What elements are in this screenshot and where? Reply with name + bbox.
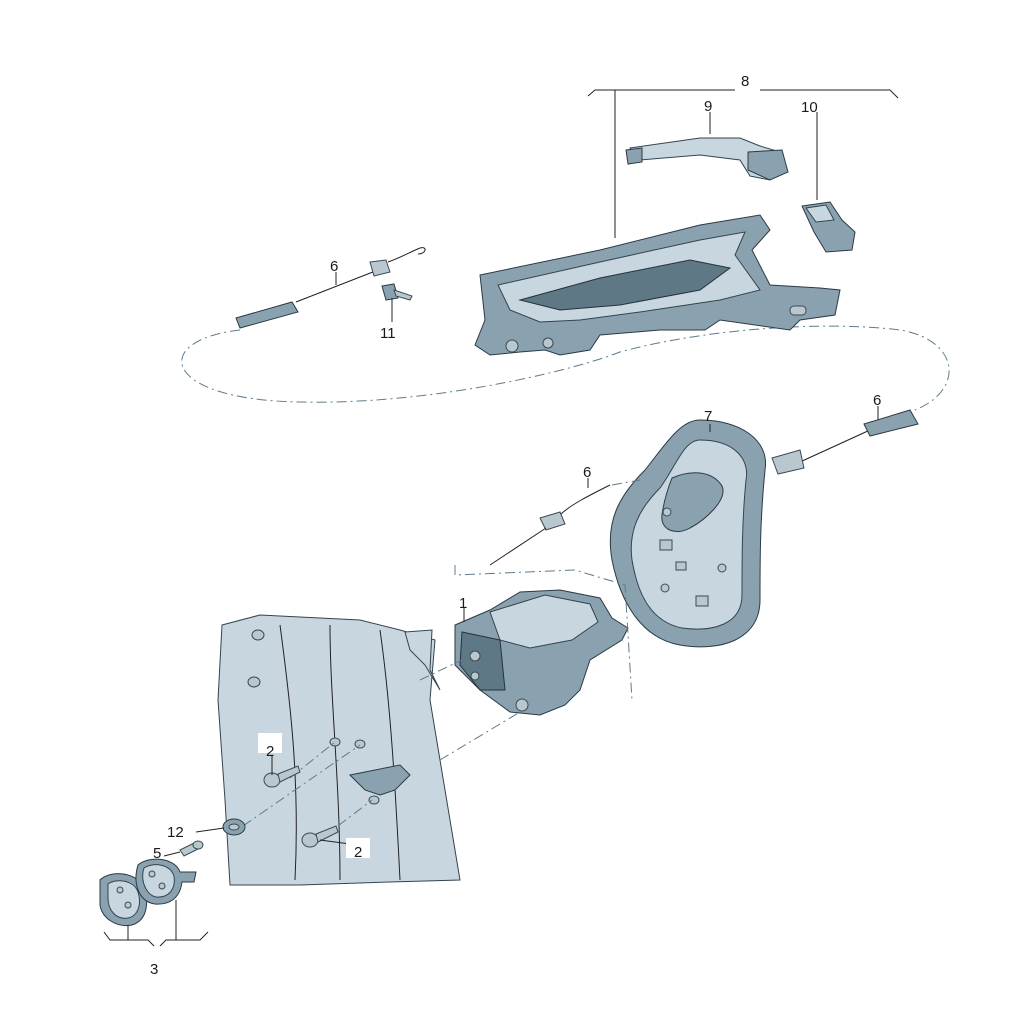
operating-cable-middle [489, 479, 641, 566]
label-part-5: 5 [153, 845, 161, 862]
label-part-12: 12 [167, 824, 184, 841]
projection-line-e [242, 744, 361, 827]
small-screw [179, 840, 204, 857]
label-part-2-upper: 2 [266, 743, 274, 760]
label-part-7: 7 [704, 408, 712, 425]
door-inner-panel [217, 614, 461, 886]
projection-line-b [419, 655, 471, 681]
lock-cover-plate [609, 419, 767, 648]
projection-line-a [439, 711, 521, 761]
label-part-8: 8 [741, 73, 749, 90]
striker-plate-front [99, 873, 148, 927]
label-part-2-lower: 2 [354, 844, 362, 861]
operating-cable-upper [235, 247, 426, 329]
label-part-10: 10 [801, 99, 818, 116]
label-part-1: 1 [459, 595, 467, 612]
label-part-6-top: 6 [330, 258, 338, 275]
handle-cover-strip [625, 137, 789, 181]
door-lock-unit [454, 589, 629, 716]
leader-lines [103, 89, 899, 947]
label-part-9: 9 [704, 98, 712, 115]
label-part-11: 11 [380, 325, 396, 342]
label-2-lower-bg [346, 838, 370, 858]
label-2-upper-bg [258, 733, 282, 753]
label-part-6-middle: 6 [583, 464, 591, 481]
cable-route-dashed-loop [181, 325, 950, 411]
lock-reference-frame [454, 565, 633, 701]
operating-cable-right [771, 409, 919, 475]
label-part-6-right: 6 [873, 392, 881, 409]
grommet [222, 818, 246, 836]
striker-plate-rear [135, 858, 197, 905]
bolt-11 [381, 283, 413, 301]
screw-lower [301, 825, 339, 848]
connector-plug [801, 201, 856, 253]
door-handle-bracket [474, 214, 841, 356]
label-part-3: 3 [150, 961, 158, 978]
